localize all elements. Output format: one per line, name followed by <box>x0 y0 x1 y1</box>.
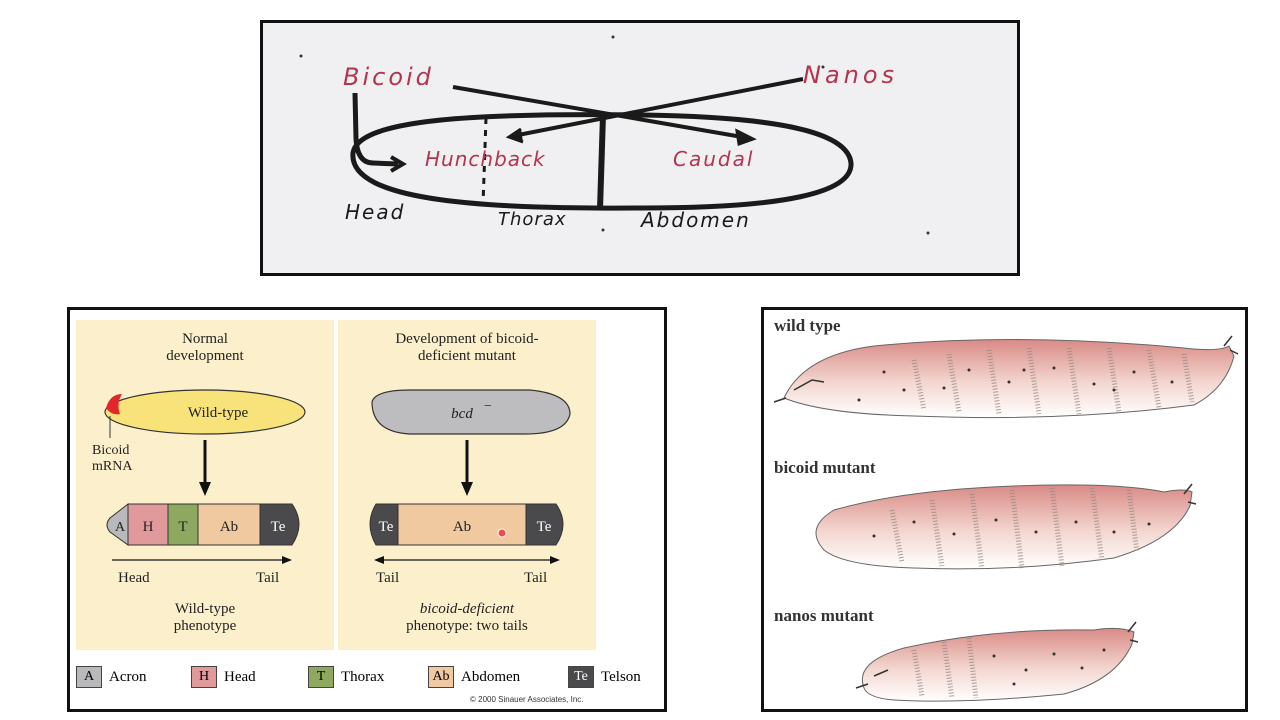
segment-head: H <box>143 519 154 535</box>
label-wild-type: wild type <box>774 316 841 335</box>
legend-swatch-acron: A <box>76 666 102 688</box>
legend-label-head: Head <box>224 668 256 685</box>
sketch-drawing: Bicoid Nanos Hunchback Caudal Head Thora… <box>299 35 930 235</box>
bcd-egg-label: bcd <box>451 406 473 422</box>
axis-tail-label-left: Tail <box>256 570 279 586</box>
label-head: Head <box>345 200 405 224</box>
segment-telson: Te <box>271 519 286 535</box>
label-bicoid: Bicoid <box>343 63 434 91</box>
right-title-line2: deficient mutant <box>418 348 517 364</box>
segment-acron: A <box>115 520 126 535</box>
legend-item-abdomen: Ab Abdomen <box>428 665 520 689</box>
bicoid-mrna-label-1: Bicoid <box>92 443 129 458</box>
bcd-segmented-embryo: Te Ab Te <box>369 503 564 546</box>
label-thorax: Thorax <box>498 209 567 230</box>
wild-type-egg-label: Wild-type <box>188 405 249 421</box>
legend-swatch-abdomen: Ab <box>428 666 454 688</box>
legend-item-head: H Head <box>191 665 256 689</box>
bcd-mutant-egg <box>371 389 571 435</box>
legend-swatch-telson: Te <box>568 666 594 688</box>
segment-telson-left: Te <box>379 519 394 535</box>
wild-type-larva <box>773 335 1239 419</box>
segment-legend: A Acron H Head T Thorax Ab Abdomen Te Te… <box>76 665 666 695</box>
nanos-mutant-larva <box>855 621 1139 702</box>
label-hunchback: Hunchback <box>425 147 546 171</box>
left-phenotype-line1: Wild-type <box>175 601 236 617</box>
right-title-line1: Development of bicoid- <box>395 331 538 347</box>
segment-abdomen-mutant: Ab <box>453 519 471 535</box>
thorax-abdomen-divider <box>597 114 606 210</box>
phenotype-diagram: Normal development Development of bicoid… <box>76 320 596 650</box>
segment-telson-right: Te <box>537 519 552 535</box>
legend-swatch-head: H <box>191 666 217 688</box>
head-thorax-divider <box>481 117 488 206</box>
legend-item-telson: Te Telson <box>568 665 641 689</box>
axis-head-label: Head <box>118 570 150 586</box>
nanos-arrow <box>512 77 804 138</box>
wild-type-segmented-embryo: A H T Ab Te <box>106 502 300 546</box>
larvae-illustrations <box>773 335 1239 702</box>
legend-label-thorax: Thorax <box>341 668 385 685</box>
copyright-notice: © 2000 Sinauer Associates, Inc. <box>470 695 584 704</box>
wild-type-egg <box>104 389 306 435</box>
right-phenotype-line1: bicoid-deficient <box>420 601 515 617</box>
cursor-dot <box>497 528 507 538</box>
left-title-line1: Normal <box>182 331 228 347</box>
label-caudal: Caudal <box>673 147 754 171</box>
bicoid-phenotype-figure: Normal development Development of bicoid… <box>67 307 667 712</box>
left-title-line2: development <box>166 348 244 364</box>
label-bicoid-mutant: bicoid mutant <box>774 458 876 477</box>
axis-tail-label-mutant-right: Tail <box>524 570 547 586</box>
label-nanos-mutant: nanos mutant <box>774 606 874 625</box>
bicoid-cross-arrow <box>452 85 749 140</box>
left-phenotype-line2: phenotype <box>174 618 237 634</box>
bicoid-mutant-larva <box>815 483 1197 570</box>
bicoid-arrow <box>352 92 399 167</box>
legend-label-telson: Telson <box>601 668 641 685</box>
legend-item-thorax: T Thorax <box>308 665 384 689</box>
bicoid-mrna-label-2: mRNA <box>92 459 133 474</box>
legend-label-acron: Acron <box>109 668 147 685</box>
legend-item-acron: A Acron <box>76 665 147 689</box>
larva-comparison-figure: wild type bicoid mutant nanos mutant <box>761 307 1248 712</box>
legend-label-abdomen: Abdomen <box>461 668 521 685</box>
legend-swatch-thorax: T <box>308 666 334 688</box>
label-abdomen: Abdomen <box>639 208 751 232</box>
handwritten-sketch-panel: Bicoid Nanos Hunchback Caudal Head Thora… <box>260 20 1020 276</box>
bcd-egg-superscript: − <box>484 399 492 414</box>
label-nanos: Nanos <box>803 61 898 89</box>
axis-tail-label-mutant-left: Tail <box>376 570 399 586</box>
right-phenotype-line2: phenotype: two tails <box>406 618 528 634</box>
segment-abdomen: Ab <box>220 519 238 535</box>
segment-thorax: T <box>178 519 187 535</box>
